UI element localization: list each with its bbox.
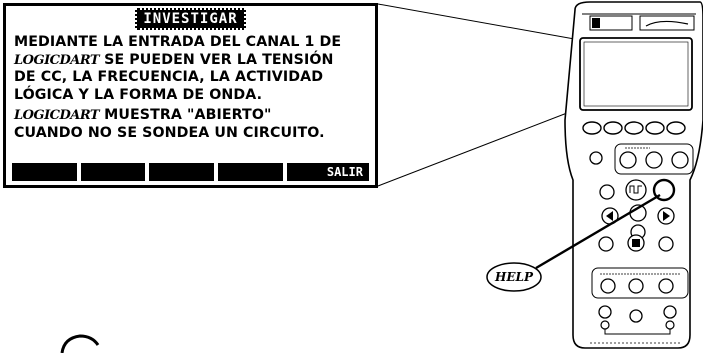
function-button-3[interactable] xyxy=(671,151,689,169)
lower-function-3[interactable] xyxy=(658,278,674,294)
lower-function-1[interactable] xyxy=(600,278,616,294)
shift-button[interactable] xyxy=(599,184,615,200)
function-button-1[interactable] xyxy=(619,151,637,169)
screen-title: INVESTIGAR xyxy=(135,8,246,30)
message-line-3: DE CC, LA FRECUENCIA, LA ACTIVIDAD xyxy=(14,69,324,85)
softkey-4[interactable] xyxy=(218,163,283,181)
help-callout-oval xyxy=(486,262,542,292)
device-softkey-4[interactable] xyxy=(645,121,665,135)
channel-jack-left xyxy=(598,305,612,319)
help-callout-label: HELP xyxy=(495,270,533,284)
logicdart-logo-text: LOGICDART xyxy=(14,52,100,68)
logicdart-device xyxy=(564,1,703,349)
help-callout-line xyxy=(535,193,661,270)
fluke-badge xyxy=(589,15,633,31)
softkey-2[interactable] xyxy=(80,163,146,181)
device-softkey-5[interactable] xyxy=(666,121,686,135)
power-button[interactable] xyxy=(589,151,603,165)
message-line-6: CUANDO NO SE SONDEA UN CIRCUITO. xyxy=(14,124,325,141)
softkey-row: SALIR xyxy=(12,163,369,181)
channel-jack-right xyxy=(663,305,677,319)
softkey-1[interactable] xyxy=(12,163,77,181)
function-button-2[interactable] xyxy=(645,151,663,169)
zoom-line-bottom xyxy=(377,107,581,187)
message-line-2: LOGICDART SE PUEDEN VER LA TENSIÓN xyxy=(14,51,334,68)
device-softkey-3[interactable] xyxy=(624,121,644,135)
message-line-4: LÓGICA Y LA FORMA DE ONDA. xyxy=(14,86,263,103)
zoomed-lcd-screen: INVESTIGAR MEDIANTE LA ENTRADA DEL CANAL… xyxy=(3,3,378,188)
pulse-button[interactable] xyxy=(625,179,647,201)
device-softkey-1[interactable] xyxy=(582,121,602,135)
message-line-5: LOGICDART MUESTRA "ABIERTO" xyxy=(14,107,272,123)
device-lcd xyxy=(579,37,693,111)
screen-message: MEDIANTE LA ENTRADA DEL CANAL 1 DE LOGIC… xyxy=(14,34,369,142)
logicdart-badge xyxy=(639,15,695,31)
logicdart-logo-text: LOGICDART xyxy=(14,108,100,123)
softkey-salir[interactable]: SALIR xyxy=(286,163,369,181)
enter-button[interactable] xyxy=(629,309,643,323)
screen-title-bar: INVESTIGAR xyxy=(6,8,375,32)
store-button[interactable] xyxy=(658,236,674,252)
softkey-3[interactable] xyxy=(149,163,215,181)
lower-function-2[interactable] xyxy=(628,278,644,294)
zoom-line-top xyxy=(377,3,581,41)
recall-button[interactable] xyxy=(598,236,614,252)
device-softkey-2[interactable] xyxy=(603,121,623,135)
cropped-circle-shape xyxy=(60,334,100,353)
message-line-1: MEDIANTE LA ENTRADA DEL CANAL 1 DE xyxy=(14,34,342,50)
